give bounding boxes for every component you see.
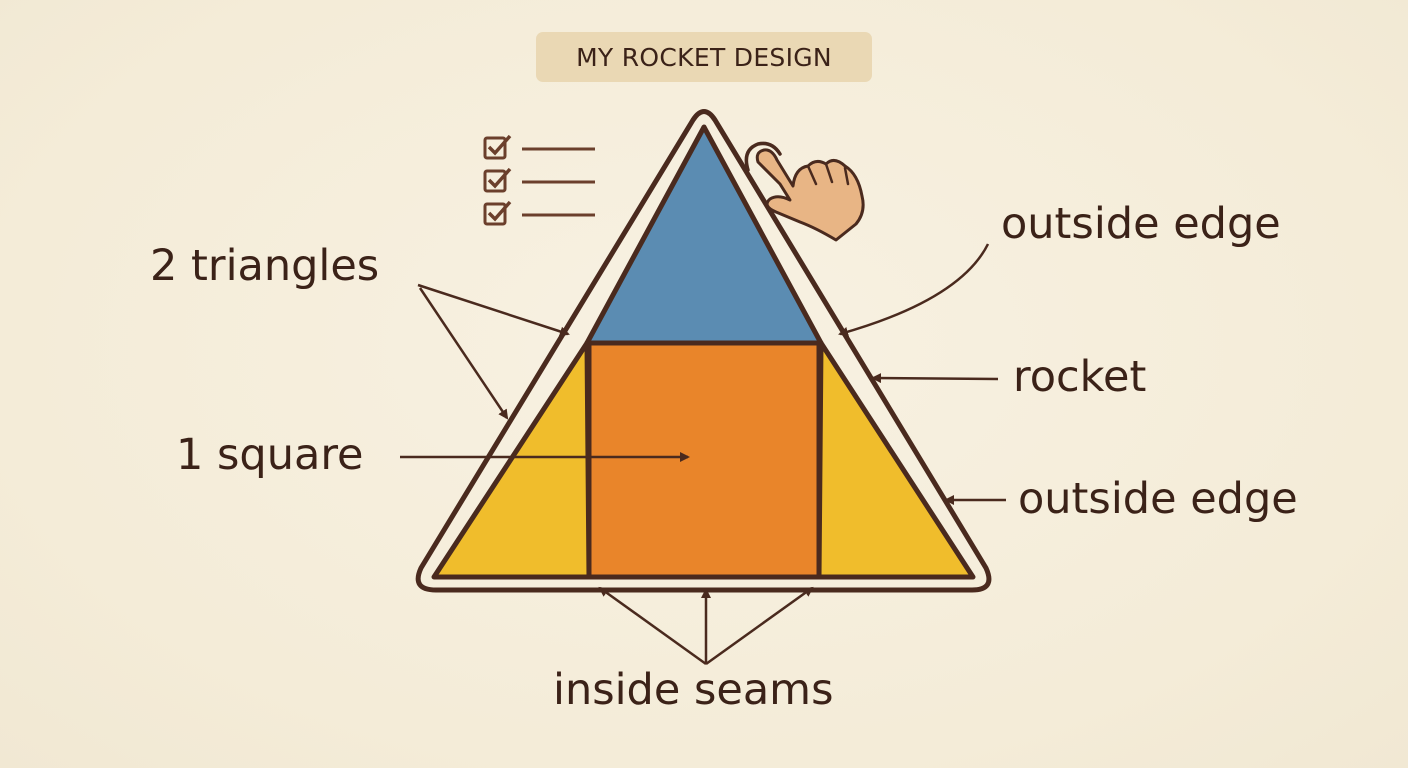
arrow-seam-right: [705, 586, 814, 666]
checklist-icon: [483, 134, 595, 226]
page-title: MY ROCKET DESIGN: [536, 32, 872, 82]
arrow-triangles-lower: [418, 287, 509, 420]
label-1-square: 1 square: [176, 430, 364, 480]
label-2-triangles: 2 triangles: [150, 241, 380, 291]
label-outside-edge-bottom: outside edge: [1018, 474, 1298, 524]
center-square: [586, 340, 822, 580]
left-triangle: [431, 340, 592, 580]
arrow-rocket: [871, 373, 999, 384]
label-rocket: rocket: [1013, 352, 1147, 402]
label-inside-seams: inside seams: [553, 665, 834, 715]
arrow-seam-left: [598, 586, 707, 666]
pointing-hand-icon: [744, 141, 865, 242]
rocket-outer-outline: [415, 109, 992, 593]
label-outside-edge-top: outside edge: [1001, 199, 1281, 249]
arrow-outside-edge-top: [838, 243, 990, 337]
arrow-triangles-upper: [417, 283, 570, 337]
